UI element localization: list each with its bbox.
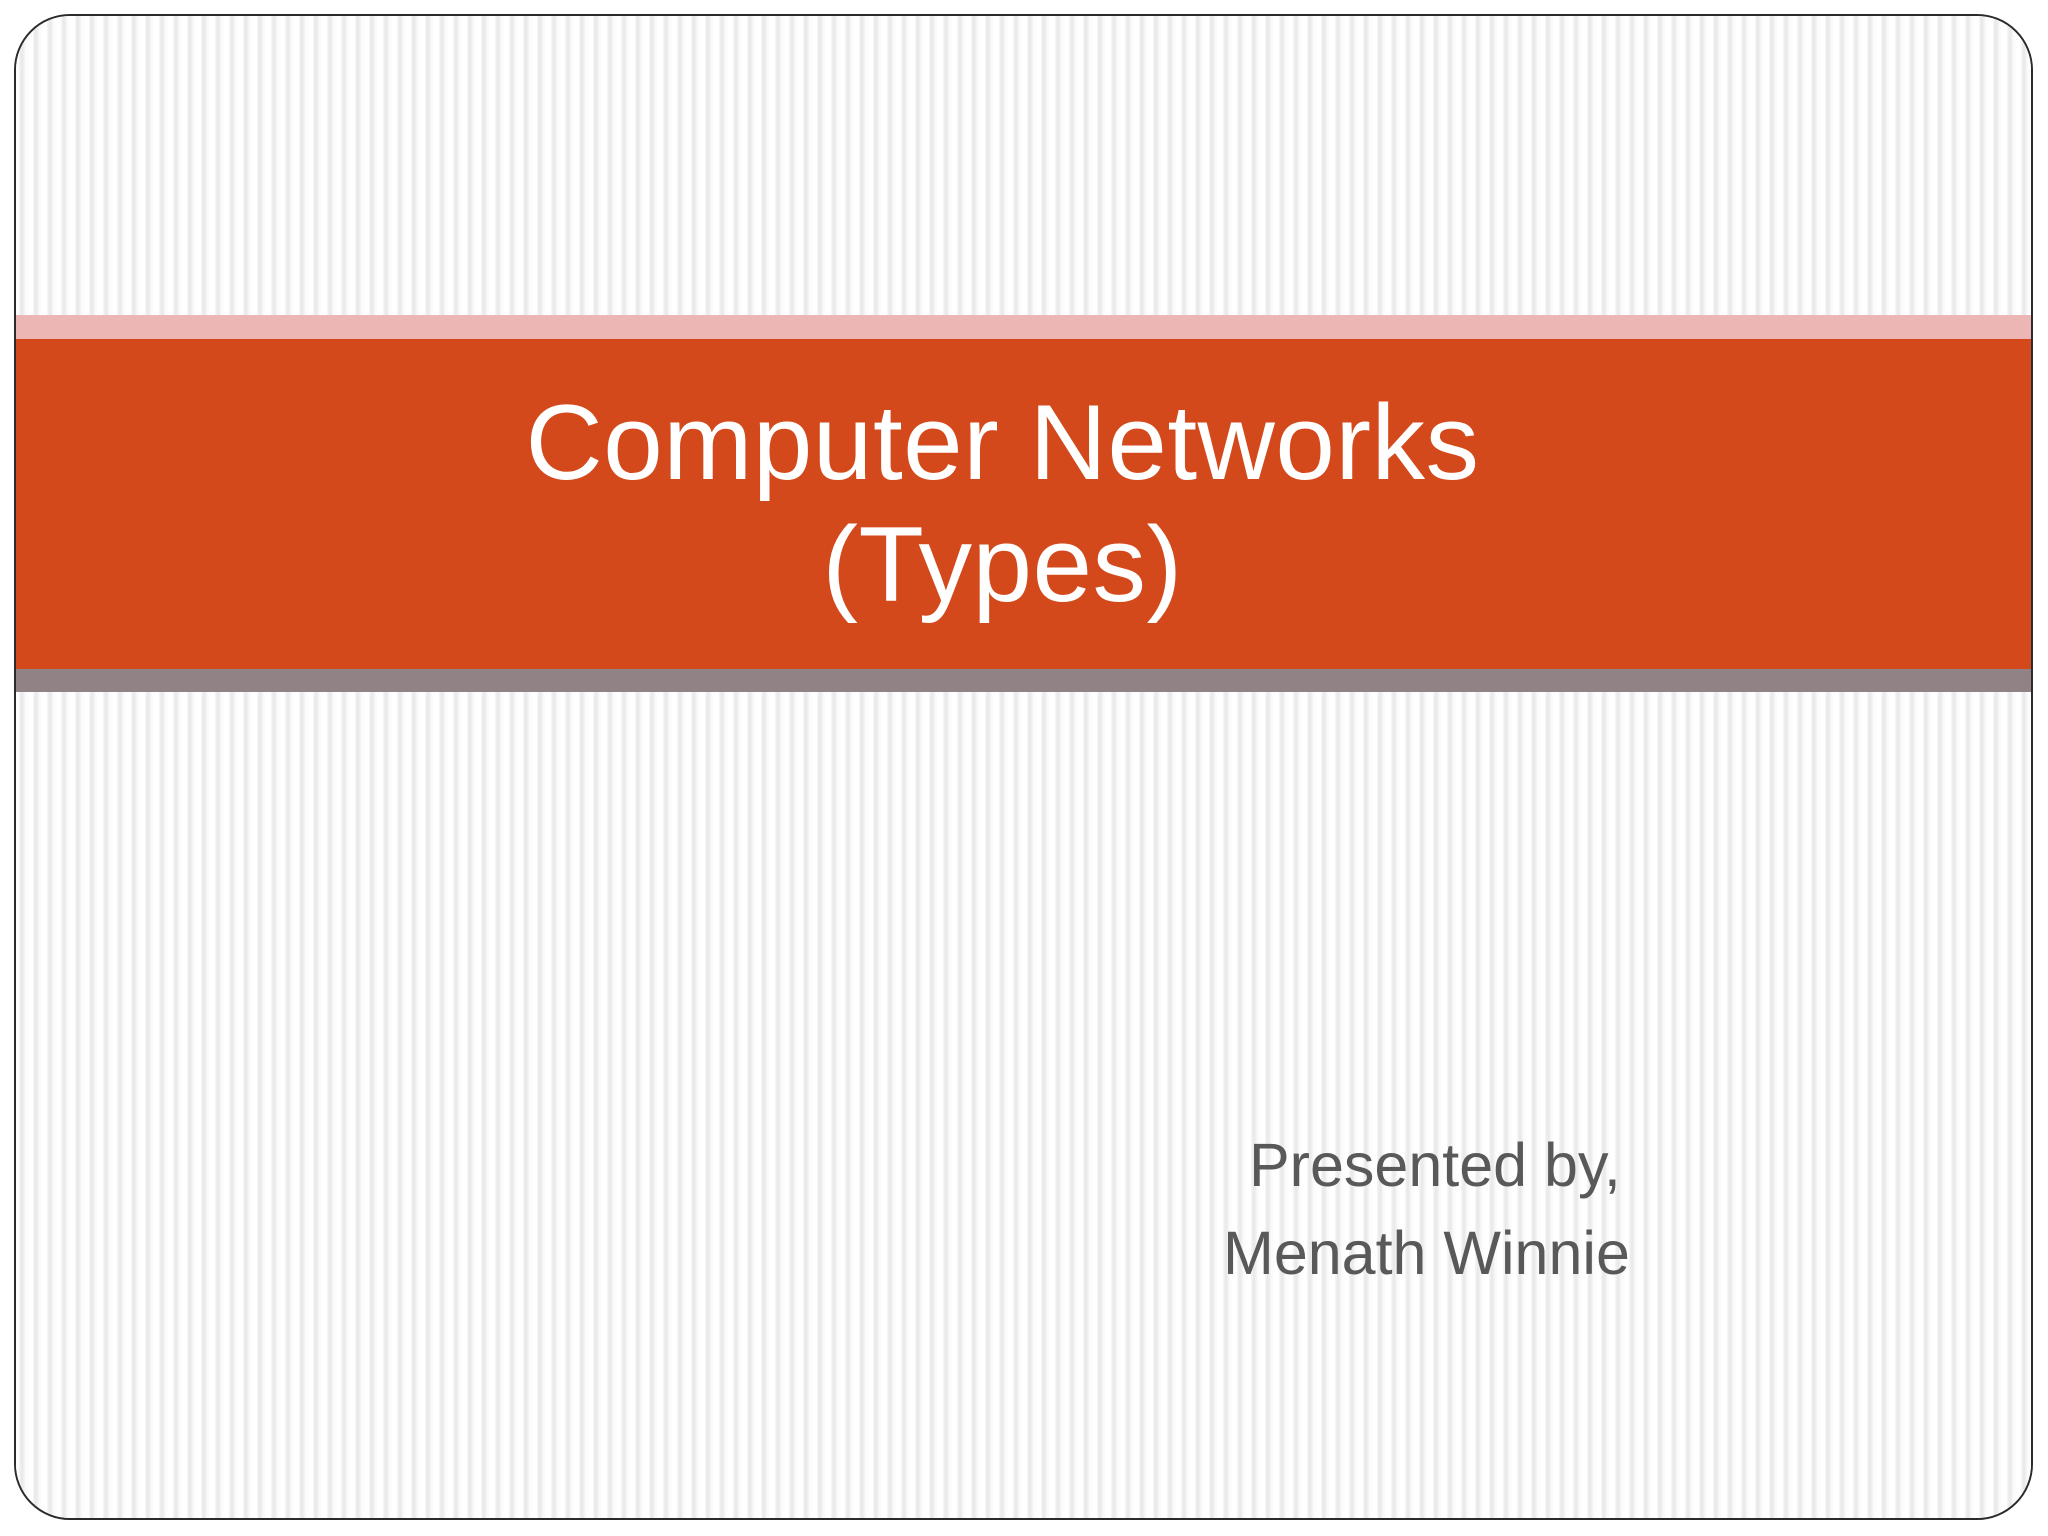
title-banner (16, 339, 2031, 669)
slide-title: Computer Networks (Types) (16, 339, 2031, 669)
presenter-label: Presented by, (1249, 1131, 1621, 1199)
accent-strip-bottom (16, 669, 2031, 692)
slide-title-line-1: Computer Networks (525, 382, 1480, 503)
presentation-slide: Computer Networks (Types) Presented by, … (14, 14, 2033, 1520)
presenter-credit: Presented by, Menath Winnie (1223, 1121, 1863, 1298)
slide-title-line-2: (Types) (822, 504, 1183, 624)
accent-strip-top (16, 315, 2031, 339)
presenter-name: Menath Winnie (1223, 1219, 1630, 1288)
